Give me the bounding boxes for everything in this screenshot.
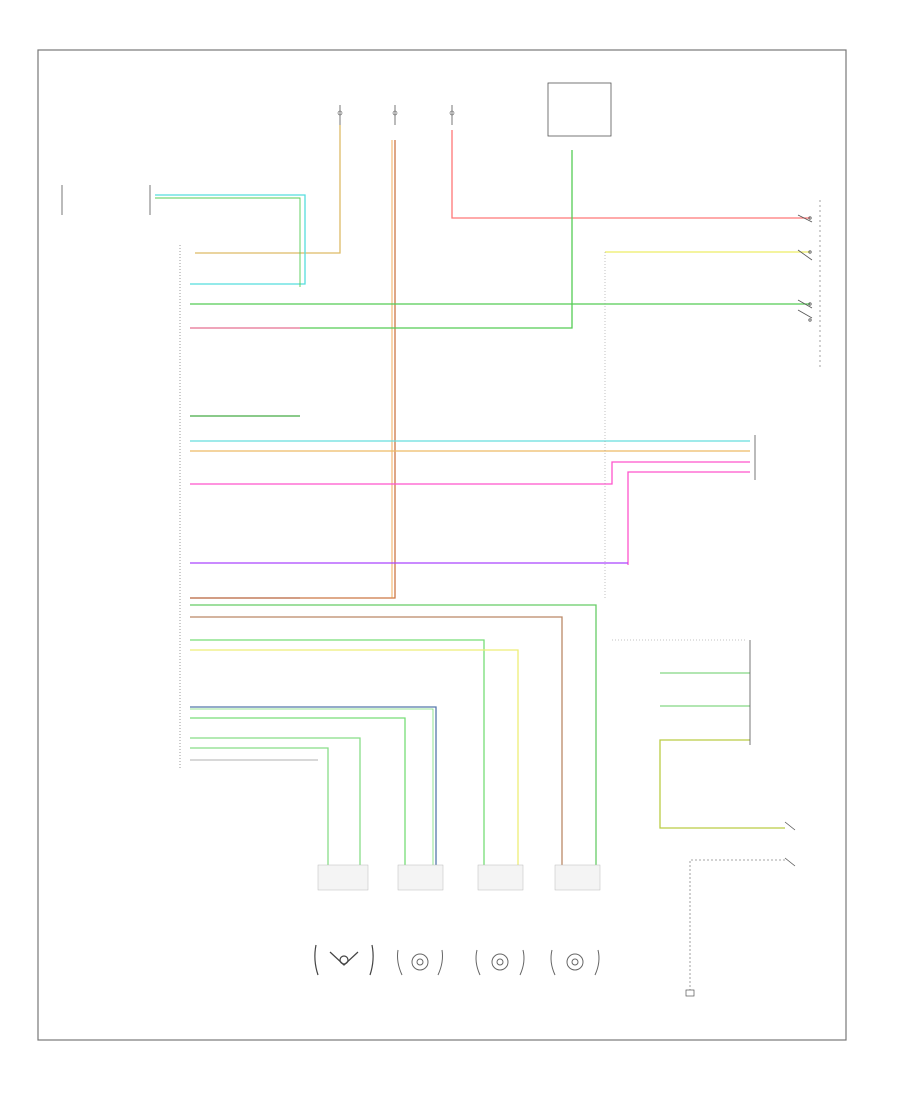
- wire-green-relay: [190, 150, 573, 329]
- wire-green-sensor3a: [190, 639, 485, 870]
- ground-bottom: [685, 989, 695, 997]
- fuse-3: [449, 110, 455, 116]
- wires: [155, 125, 821, 990]
- right-lower-block: [612, 639, 796, 867]
- wire-red-fuse3: [451, 130, 810, 219]
- fuse-1: [337, 110, 343, 116]
- wire-green-sensor4a: [190, 604, 597, 870]
- wire-green-sensor1a: [190, 747, 329, 870]
- right-switches: [797, 214, 813, 322]
- wire-gray-ground: [689, 859, 785, 990]
- wheel-sensor-4: [550, 864, 601, 976]
- wire-olive-right: [659, 739, 785, 829]
- fuse-block: [337, 105, 455, 125]
- diagram-frame: [37, 49, 847, 1041]
- wheel-sensor-1: [314, 864, 374, 976]
- wire-green-sensor2a: [190, 717, 406, 870]
- fuse-2: [392, 110, 398, 116]
- wire-blue-sensor2b: [190, 706, 437, 870]
- wire-tan-fuse1: [195, 125, 341, 254]
- wire-cyan-connector: [155, 194, 306, 285]
- wire-green-sensor2b: [190, 708, 434, 870]
- wire-pink-2: [627, 471, 750, 565]
- relay-box: [547, 82, 612, 137]
- wire-brown-fuse2: [190, 140, 396, 599]
- left-connector: [61, 185, 151, 215]
- wire-yellow-sensor3b: [190, 649, 519, 870]
- wheel-sensor-2: [397, 864, 444, 976]
- wire-brown-sensor4b: [190, 616, 563, 870]
- wire-pink: [190, 461, 750, 485]
- wire-green-sensor1b: [190, 737, 361, 870]
- wheel-sensor-3: [475, 864, 525, 976]
- wire-green-connector: [155, 197, 301, 287]
